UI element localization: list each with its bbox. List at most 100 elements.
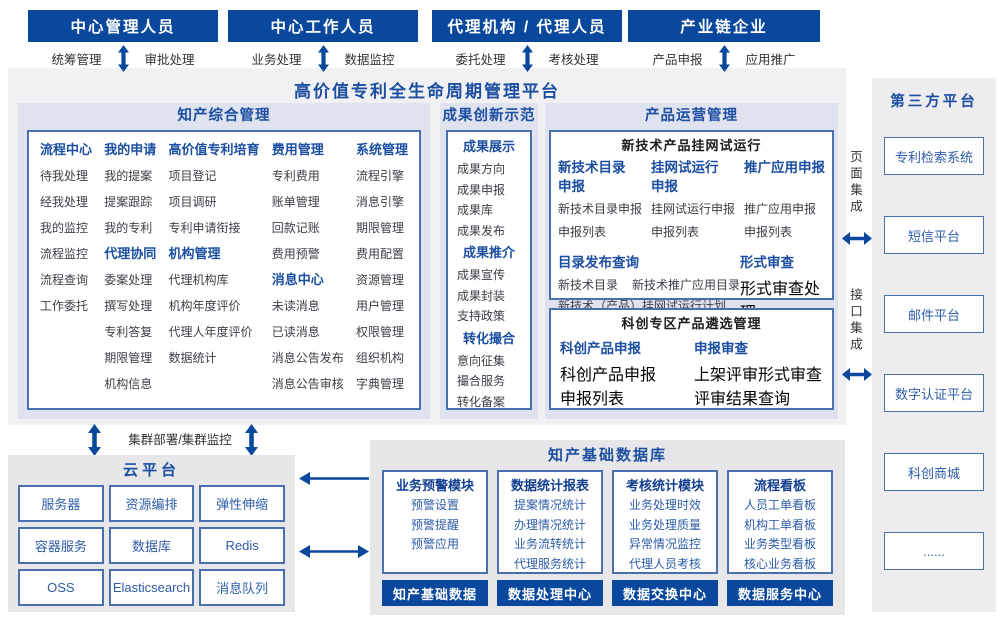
third-party-platform-box: 数字认证平台 (884, 374, 984, 412)
module-group: 推广应用申报 推广应用申报申报列表 (744, 158, 825, 244)
vertical-double-arrow-icon (317, 45, 329, 72)
module-column: 高价值专利培育项目登记项目调研专利申请衔接机构管理代理机构库机构年度评价代理人年… (168, 137, 259, 403)
module-column: 流程中心待我处理经我处理我的监控流程监控流程查询工作委托 (40, 137, 92, 403)
menu-item: 我的提案 (104, 169, 153, 183)
menu-item: 科创产品申报 (560, 367, 657, 384)
section-header: 考核统计模块 (625, 478, 704, 493)
section-header: 高价值专利培育 (168, 142, 260, 157)
menu-item: 已读消息 (271, 325, 320, 339)
menu-item: 意向征集 (457, 353, 506, 368)
module-group: 科创产品申报 科创产品申报申报列表 (560, 337, 656, 409)
role-actions-center-managers: 统筹管理 审批处理 (28, 45, 218, 72)
menu-item: 支持政策 (457, 309, 506, 323)
menu-item: 推广应用申报 (744, 202, 817, 216)
cloud-service-box: 容器服务 (18, 527, 104, 564)
section-header: 流程看板 (753, 478, 806, 493)
section-header: 转化撮合 (462, 330, 515, 346)
database-column: 业务预警模块 预警设置预警提醒预警应用 知产基础数据 (382, 470, 488, 606)
menu-item: 我的专利 (104, 221, 153, 235)
menu-item: 异常情况监控 (628, 537, 701, 551)
role-action-label: 考核处理 (548, 53, 599, 67)
section-header: 科创产品申报 (560, 341, 641, 356)
menu-item: 组织机构 (355, 351, 404, 365)
module-group: 申报审查 上架评审形式审查评审结果查询 (694, 337, 822, 409)
menu-item: 挂网试运行申报 (651, 202, 736, 216)
section-header: 新技术目录申报 (558, 160, 626, 194)
role-actions-center-staff: 业务处理 数据监控 (228, 45, 418, 72)
new-tech-trial-box: 新技术产品挂网试运行 新技术目录申报 新技术目录申报申报列表 挂网试运行申报 挂… (549, 130, 834, 370)
menu-item: 代理人员考核 (628, 556, 701, 571)
menu-item: 代理服务统计 (513, 556, 586, 571)
menu-item: 新技术目录申报 (558, 202, 643, 216)
data-center-bar: 数据交换中心 (612, 580, 718, 606)
menu-item: 撰写处理 (104, 299, 153, 313)
role-actions-agencies: 委托处理 考核处理 (432, 45, 622, 72)
section-header: 系统管理 (355, 142, 408, 157)
menu-item: 人员工单看板 (743, 498, 816, 512)
menu-item: 项目登记 (168, 169, 217, 183)
sub-box-title: 新技术产品挂网试运行 (621, 138, 762, 153)
third-party-platform-box: 邮件平台 (884, 295, 984, 333)
menu-item: 消息公告发布 (271, 351, 344, 365)
menu-item: 成果宣传 (457, 268, 506, 282)
section-header: 消息中心 (271, 272, 324, 287)
vertical-double-arrow-icon (88, 424, 101, 461)
cloud-service-box: Elasticsearch (108, 569, 195, 606)
menu-item: 提案情况统计 (513, 498, 586, 512)
menu-item: 撮合服务 (457, 374, 506, 388)
menu-item: 费用配置 (355, 247, 404, 261)
menu-item: 流程监控 (40, 247, 89, 261)
menu-item: 委案处理 (104, 273, 153, 287)
vertical-double-arrow-icon (521, 45, 533, 72)
section-header: 费用管理 (271, 142, 324, 157)
menu-item: 流程引擎 (355, 169, 404, 183)
third-party-platform-list: 专利检索系统短信平台邮件平台数字认证平台科创商城...... (872, 137, 996, 570)
section-header: 机构管理 (168, 246, 221, 261)
sidebar-title: 第三方平台 (890, 94, 978, 110)
menu-item: 代理机构库 (168, 273, 229, 287)
menu-item: 代理人年度评价 (168, 325, 253, 339)
menu-item: 机构信息 (104, 377, 153, 391)
menu-item: 预警提醒 (410, 517, 459, 532)
section-header: 挂网试运行申报 (651, 160, 719, 194)
section-header: 数据统计报表 (510, 478, 589, 493)
cloud-platform-title: 云平台 (122, 462, 180, 479)
page-integration-label: 页面集成 (848, 150, 862, 216)
section-header: 推广应用申报 (744, 160, 825, 175)
panel-title: 成果创新示范 (442, 108, 536, 124)
panel-ip-comprehensive-management: 知产综合管理 流程中心待我处理经我处理我的监控流程监控流程查询工作委托 我的申请… (18, 103, 430, 419)
cloud-service-box: 数据库 (108, 527, 195, 564)
ip-basic-database-panel: 知产基础数据库 业务预警模块 预警设置预警提醒预警应用 知产基础数据 数据统计报… (370, 440, 845, 615)
menu-item: 核心业务看板 (743, 556, 816, 571)
menu-item: 流程查询 (40, 273, 89, 287)
section-header: 我的申请 (104, 142, 157, 157)
menu-item: 申报列表 (558, 225, 607, 239)
menu-item: 机构年度评价 (168, 299, 241, 313)
horizontal-double-arrow-icon (842, 232, 872, 250)
module-column: 费用管理专利费用账单管理回款记账费用预警消息中心未读消息已读消息消息公告发布消息… (272, 137, 344, 403)
panel-title: 产品运营管理 (645, 108, 738, 124)
module-group: 新技术目录申报 新技术目录申报申报列表 (558, 158, 642, 244)
role-action-label: 数据监控 (344, 53, 395, 67)
module-box: 数据统计报表 提案情况统计办理情况统计业务流转统计代理服务统计 (497, 470, 603, 574)
menu-item: 成果封装 (457, 288, 506, 303)
menu-item: 用户管理 (355, 299, 404, 313)
module-box: 考核统计模块 业务处理时效业务处理质量异常情况监控代理人员考核 (612, 470, 718, 574)
section-header: 目录发布查询 (558, 255, 639, 270)
menu-item: 评审结果查询 (694, 391, 791, 408)
menu-item: 上架评审形式审查 (694, 367, 823, 384)
data-center-bar: 数据处理中心 (497, 580, 603, 606)
panel-title: 知产综合管理 (177, 108, 271, 124)
module-column: 我的申请我的提案提案跟踪我的专利代理协同委案处理撰写处理专利答复期限管理机构信息 (104, 137, 156, 403)
menu-item: 业务处理质量 (628, 517, 701, 532)
menu-item: 数据统计 (168, 351, 217, 365)
section-header: 形式审查 (740, 255, 795, 270)
menu-item: 项目调研 (168, 195, 217, 209)
role-action-label: 委托处理 (455, 53, 506, 67)
role-actions-industry-chain: 产品申报 应用推广 (628, 45, 820, 72)
database-title: 知产基础数据库 (547, 447, 667, 464)
menu-item: 办理情况统计 (513, 517, 586, 532)
ip-management-modules: 流程中心待我处理经我处理我的监控流程监控流程查询工作委托 我的申请我的提案提案跟… (27, 130, 421, 410)
